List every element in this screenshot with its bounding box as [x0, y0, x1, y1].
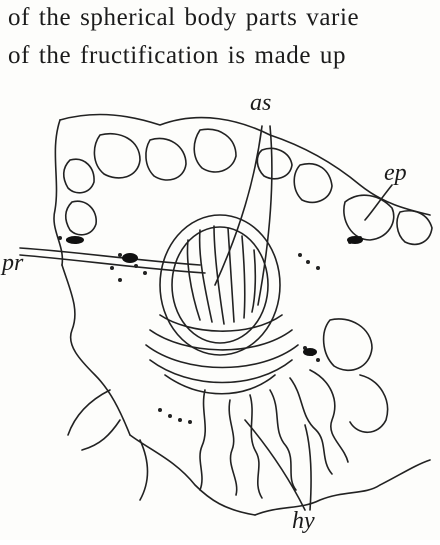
text-line-1: of the spherical body parts varie	[8, 4, 436, 32]
label-hy: hy	[292, 508, 315, 535]
illustration-drawing	[0, 90, 440, 540]
label-ep: ep	[384, 160, 407, 187]
label-pr: pr	[2, 250, 23, 277]
fructification-illustration: as ep pr hy	[0, 90, 440, 540]
label-as: as	[250, 90, 271, 117]
text-line-2: of the fructification is made up	[8, 42, 436, 70]
